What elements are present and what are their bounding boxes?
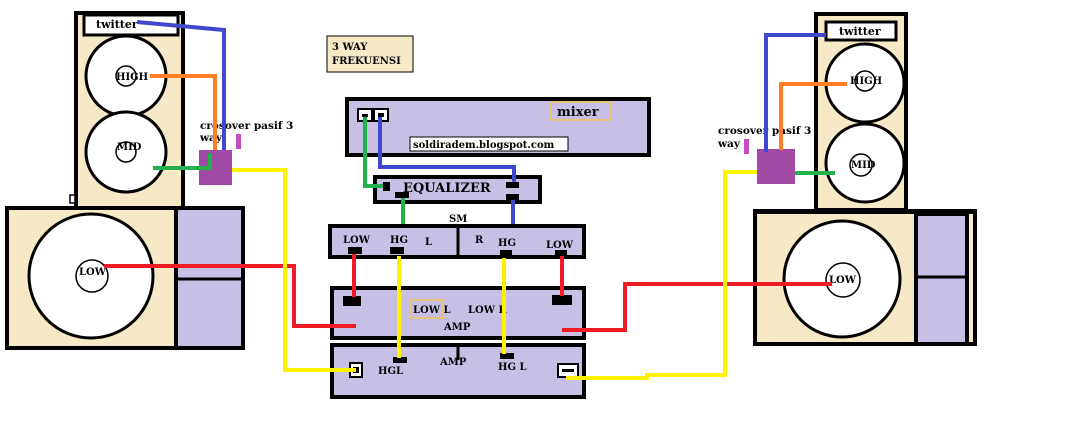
left-crossover-marker [236, 134, 241, 149]
left-low-label: LOW [79, 267, 107, 278]
right-crossover-marker [744, 139, 749, 154]
splitter-port-low-left [348, 247, 362, 254]
equalizer-in-left [383, 182, 390, 191]
equalizer-out-left [395, 192, 409, 198]
amp-high-hg-l-label: HG L [498, 362, 527, 373]
splitter-port-low-right [555, 250, 567, 256]
right-high-label: HIGH [850, 76, 882, 87]
amp-low-label-box [410, 299, 444, 319]
right-crossover [757, 149, 795, 184]
left-small-tab [69, 194, 76, 204]
amplifier-high: AMP HGL HG L [330, 343, 586, 399]
wire-yellow-left-crossover [232, 168, 356, 372]
amp-high-in-right [500, 353, 514, 359]
right-crossover-label-2: way [717, 138, 741, 150]
amp-low-in-left [343, 296, 361, 306]
left-crossover-label-2: way [199, 132, 223, 144]
mixer-label: mixer [557, 105, 599, 120]
amp-low-l-label: LOW L [413, 305, 451, 316]
left-mid-dustcap [115, 141, 137, 163]
title-box [326, 35, 414, 73]
wire-blue-right-tweeter [764, 33, 826, 152]
mixer-label-box [550, 101, 612, 121]
title-line-1: 3 WAY [332, 42, 368, 53]
amp-high-out-right-pin [562, 369, 574, 372]
wire-green-mixer-eq [363, 117, 383, 188]
title-line-2: FREKUENSI [332, 56, 401, 67]
diagram-title: 3 WAY FREKUENSI [326, 35, 414, 73]
splitter-port-hg-left [390, 247, 404, 254]
amp-low-in-right [552, 295, 572, 305]
frequency-splitter: SM LOW HG L R HG LOW [328, 214, 586, 259]
amp-low-amp-label: AMP [443, 322, 471, 333]
amp-high-in-left [393, 357, 407, 363]
amp-low-r-label: LOW R [468, 305, 507, 316]
mixer-blog-box [409, 136, 569, 152]
right-tweeter-box [824, 20, 898, 42]
splitter-hg-left: HG [390, 235, 408, 246]
amp-low-body [330, 286, 586, 340]
amp-high-hgl-label: HGL [378, 366, 403, 377]
mixer: mixer soldiradem.blogspot.com [345, 97, 651, 157]
splitter-low-left: LOW [343, 235, 371, 246]
wire-green-left-mid [153, 153, 212, 170]
wire-orange-right-high [779, 82, 847, 150]
wire-orange-left-high [150, 74, 217, 150]
wire-blue-mixer-eq [378, 117, 516, 182]
splitter-l-label: L [425, 237, 432, 248]
mixer-out-left-pin [362, 114, 368, 117]
left-high-label: HIGH [116, 72, 148, 83]
right-speaker-stack: twitter HIGH MID LOW crosover pasif 3 wa… [717, 12, 977, 346]
splitter-sm-label: SM [449, 214, 467, 225]
left-mid-label: MID [117, 142, 142, 153]
left-high-dustcap [115, 65, 137, 87]
mixer-out-right-pin [378, 113, 384, 117]
splitter-port-hg-right [500, 250, 512, 256]
equalizer-in-right [506, 182, 519, 188]
left-tweeter-label: twitter [96, 18, 138, 31]
amp-high-amp-label: AMP [439, 357, 467, 368]
left-speaker-stack: twitter HIGH MID LOW crosover pasif 3 wa… [5, 11, 293, 350]
right-low-dustcap [825, 262, 861, 298]
splitter-r-label: R [475, 235, 484, 246]
wire-yellow-right-crossover [566, 170, 757, 380]
equalizer: EQUALIZER [373, 175, 542, 204]
right-mid-label: MID [851, 160, 876, 171]
right-mid-dustcap [849, 153, 873, 177]
amplifier-low: LOW L LOW R AMP [330, 286, 586, 340]
right-sub-side-panel [914, 212, 969, 346]
equalizer-out-right [506, 194, 519, 200]
left-low-dustcap [75, 259, 109, 293]
equalizer-label: EQUALIZER [403, 181, 491, 196]
wires [104, 20, 847, 380]
splitter-hg-right: HG [498, 238, 516, 249]
right-tweeter-label: twitter [839, 25, 881, 38]
wire-blue-left-tweeter [136, 20, 226, 150]
wire-red-left-low [104, 264, 356, 328]
right-high-dustcap [854, 70, 876, 92]
wire-red-right-low [562, 282, 832, 332]
splitter-low-right: LOW [546, 240, 574, 251]
right-low-label: LOW [829, 275, 857, 286]
mixer-blog-text: soldiradem.blogspot.com [413, 140, 555, 151]
